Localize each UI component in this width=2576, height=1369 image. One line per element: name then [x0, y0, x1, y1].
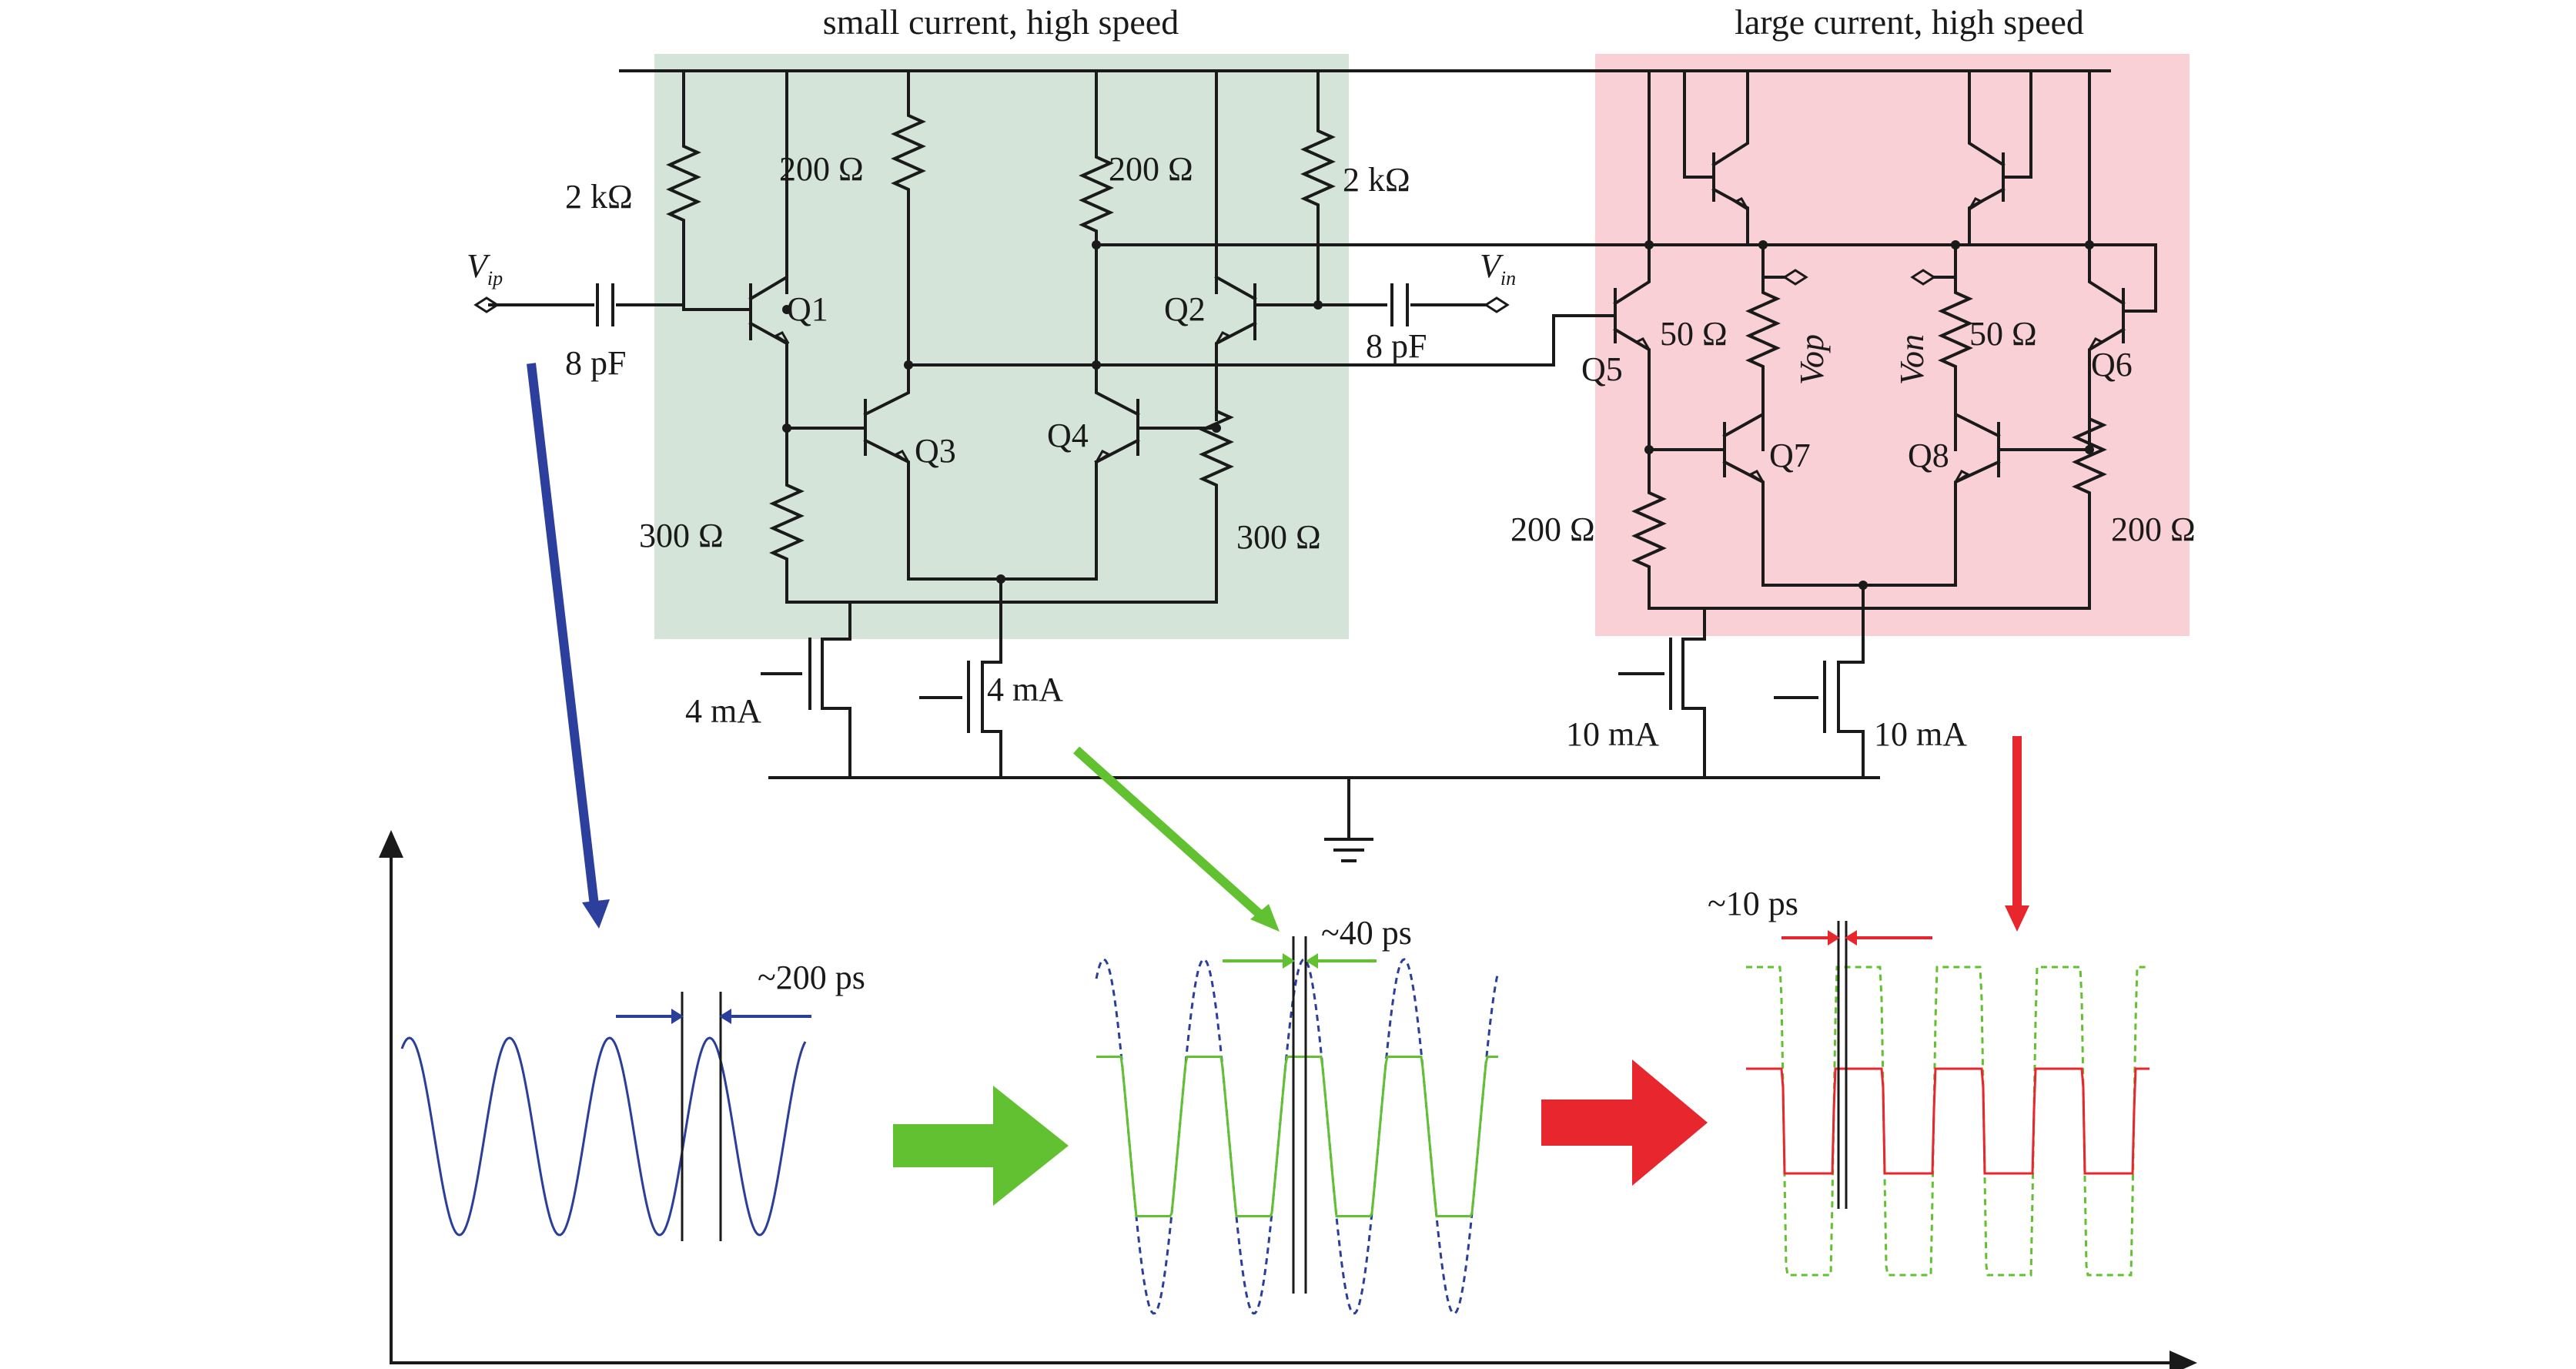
ground: [768, 776, 1880, 862]
r-right-inner-label: 200 Ω: [1109, 150, 1193, 188]
stage1-delay-label: ~200 ps: [758, 959, 865, 996]
flow-arrows: [527, 363, 2029, 1206]
r-emit-left-label: 300 Ω: [639, 517, 724, 554]
r-left-inner-label: 200 Ω: [779, 150, 864, 188]
q2-label: Q2: [1164, 290, 1206, 328]
stage-1-circuit: [473, 69, 2157, 779]
c-left-label: 8 pF: [565, 344, 626, 382]
waveform-stage-3: ~10 ps: [1708, 885, 2149, 1277]
stage2-delay-label: ~40 ps: [1321, 914, 1412, 952]
stage-2-circuit: [907, 69, 2157, 779]
c-right-label: 8 pF: [1366, 327, 1427, 365]
i-src-4-label: 10 mA: [1874, 715, 1967, 753]
q4-label: Q4: [1047, 417, 1089, 454]
vin-label: Vin: [1480, 247, 1516, 290]
von-label: Von: [1893, 334, 1931, 385]
i-src-1-label: 4 mA: [685, 692, 761, 730]
q8-label: Q8: [1908, 437, 1949, 474]
large-current-title: large current, high speed: [1735, 2, 2084, 42]
small-current-title: small current, high speed: [823, 2, 1179, 42]
r-q7-emit-label: 200 Ω: [1510, 510, 1595, 548]
waveform-stage-1: ~200 ps: [400, 959, 865, 1241]
i-src-2-label: 4 mA: [987, 671, 1063, 708]
q3-label: Q3: [915, 432, 956, 470]
vip-label: Vip: [467, 247, 503, 290]
r-q6-label: 50 Ω: [1969, 315, 2037, 353]
q6-label: Q6: [2091, 346, 2133, 383]
r-q5-label: 50 Ω: [1660, 315, 1728, 353]
time-axes: [379, 830, 2197, 1369]
q1-label: Q1: [787, 290, 828, 328]
r-left-outer-label: 2 kΩ: [565, 178, 633, 216]
r-emit-right-label: 300 Ω: [1236, 518, 1321, 556]
i-src-3-label: 10 mA: [1566, 715, 1659, 753]
q7-label: Q7: [1769, 437, 1811, 474]
waveform-stage-2: ~40 ps: [1095, 914, 1500, 1315]
vop-label: Vop: [1793, 334, 1831, 385]
r-right-outer-label: 2 kΩ: [1343, 161, 1410, 199]
small-current-block: [654, 54, 1349, 639]
r-q8-emit-label: 200 Ω: [2111, 510, 2196, 548]
stage3-delay-label: ~10 ps: [1708, 885, 1798, 922]
q5-label: Q5: [1581, 350, 1623, 388]
